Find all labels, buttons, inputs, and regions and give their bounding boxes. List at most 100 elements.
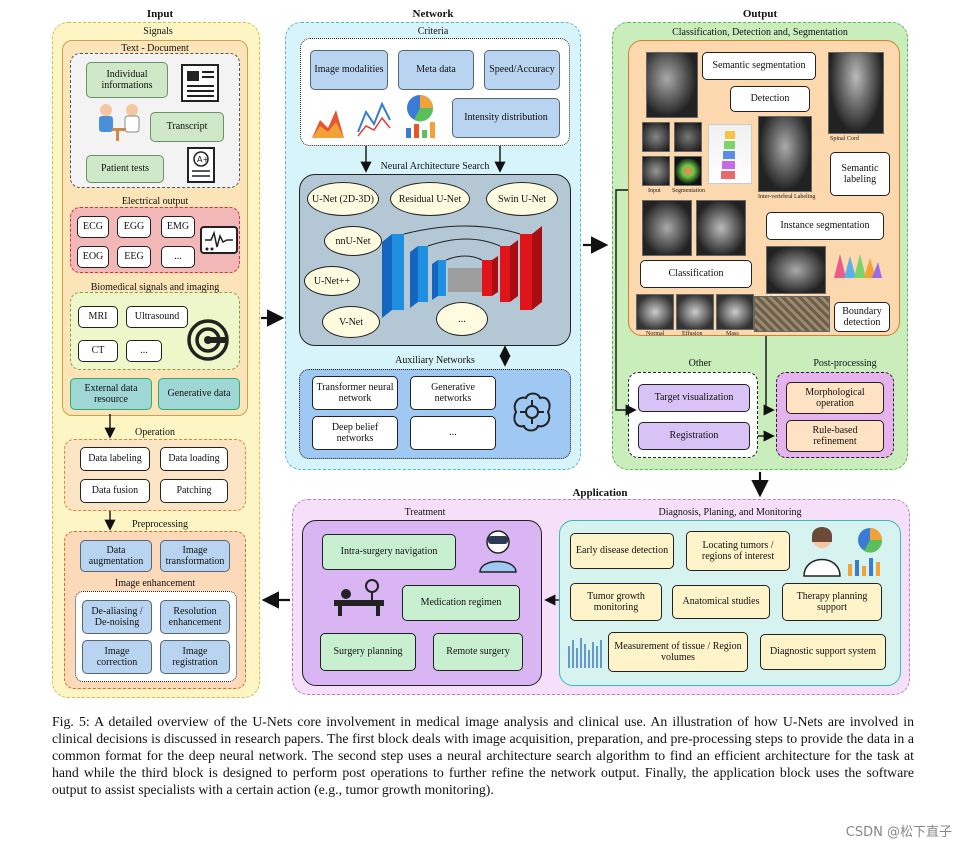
- eeg-box: EEG: [117, 246, 151, 268]
- input-column-title: Input: [146, 8, 174, 20]
- data-loading-box: Data loading: [160, 447, 228, 471]
- newspaper-icon: [181, 64, 219, 102]
- doctor-consultation-icon: [99, 104, 140, 141]
- morphological-operation-box: Morphological operation: [786, 382, 884, 414]
- intervertebral-caption: Inter-vertebral Labeling: [758, 194, 816, 200]
- ct-spine-image-2: [696, 200, 746, 256]
- imaging-more-box: ...: [126, 340, 162, 362]
- nnunet-ellipse: nnU-Net: [324, 226, 382, 256]
- mri-box: MRI: [78, 306, 118, 328]
- output-column-title: Output: [742, 8, 778, 20]
- therapy-planning-box: Therapy planning support: [782, 583, 882, 621]
- output-title: Classification, Detection and, Segmentat…: [672, 27, 848, 38]
- other-label: Other: [688, 358, 712, 369]
- text-document-label: Text - Document: [121, 43, 189, 54]
- remote-surgery-box: Remote surgery: [433, 633, 523, 671]
- test-report-icon: A+: [187, 147, 215, 183]
- unet-architecture-icon: [382, 225, 542, 318]
- transformer-box: Transformer neural network: [312, 376, 398, 410]
- application-column-title: Application: [572, 487, 628, 499]
- emg-box: EMG: [161, 216, 195, 238]
- tumor-growth-box: Tumor growth monitoring: [570, 583, 662, 621]
- classification-box: Classification: [640, 260, 752, 288]
- scanner-icon: [187, 319, 229, 361]
- unetpp-ellipse: U-Net++: [304, 266, 360, 296]
- early-detection-box: Early disease detection: [570, 533, 674, 569]
- histology-image: [754, 296, 830, 332]
- surgeon-icon: [479, 530, 517, 573]
- semantic-segmentation-box: Semantic segmentation: [702, 52, 816, 80]
- diag-label: Diagnosis, Planing, and Monitoring: [658, 507, 802, 518]
- eog-box: EOG: [77, 246, 109, 268]
- effusion-caption: Effusion: [682, 331, 703, 337]
- monitor-waveform-icon: [200, 226, 238, 254]
- normal-caption: Normal: [646, 331, 665, 337]
- image-registration-box: Image registration: [160, 640, 230, 674]
- criteria-label: Criteria: [417, 26, 449, 37]
- individual-info-box: Individual informations: [86, 62, 168, 98]
- locating-tumors-box: Locating tumors / regions of interest: [686, 531, 790, 571]
- gbct-image: [766, 246, 826, 294]
- charts-icon: [312, 95, 435, 138]
- vnet-ellipse: V-Net: [322, 306, 380, 338]
- mri-head-image: [646, 52, 698, 118]
- brain-gear-icon: [513, 392, 551, 432]
- image-enhancement-label: Image enhancement: [114, 578, 196, 589]
- figure-caption: Fig. 5: A detailed overview of the U-Net…: [52, 714, 914, 797]
- surgery-planning-box: Surgery planning: [320, 633, 416, 671]
- data-labeling-box: Data labeling: [80, 447, 150, 471]
- intensity-distribution-box: Intensity distribution: [452, 98, 560, 138]
- surgery-bed-icon: [334, 579, 384, 616]
- treatment-label: Treatment: [404, 507, 446, 518]
- vertebra-icon: [721, 131, 735, 179]
- intra-surgery-box: Intra-surgery navigation: [322, 534, 456, 570]
- input-caption: Input: [648, 188, 661, 194]
- external-data-box: External data resource: [70, 378, 152, 410]
- teeth-segmentation-icon: [834, 254, 882, 278]
- dss-box: Diagnostic support system: [760, 634, 886, 670]
- operation-label: Operation: [135, 427, 175, 438]
- image-transformation-box: Image transformation: [160, 540, 230, 572]
- xray-effusion-image: [676, 294, 714, 330]
- data-fusion-box: Data fusion: [80, 479, 150, 503]
- image-correction-box: Image correction: [82, 640, 152, 674]
- mass-caption: Mass: [726, 331, 739, 337]
- patching-box: Patching: [160, 479, 228, 503]
- ct-box: CT: [78, 340, 118, 362]
- ct-spine-image: [642, 200, 692, 256]
- data-augmentation-box: Data augmentation: [80, 540, 152, 572]
- swin-unet-ellipse: Swin U-Net: [486, 182, 558, 216]
- xray-normal-image: [636, 294, 674, 330]
- de-aliasing-box: De-aliasing / De-noising: [82, 600, 152, 634]
- segmentation-image: [674, 156, 702, 186]
- network-column-title: Network: [412, 8, 454, 20]
- deep-belief-box: Deep belief networks: [312, 416, 398, 450]
- rule-based-refinement-box: Rule-based refinement: [786, 420, 884, 452]
- generative-data-box: Generative data: [158, 378, 240, 410]
- medication-regimen-box: Medication regimen: [402, 585, 520, 621]
- unet-2d3d-ellipse: U-Net (2D-3D): [307, 182, 379, 216]
- electrical-more-box: ...: [161, 246, 195, 268]
- nas-label: Neural Architecture Search: [380, 161, 490, 172]
- meta-data-box: Meta data: [398, 50, 474, 90]
- doctor-chart-icon: [803, 527, 883, 577]
- segmentation-caption: Segmentation: [672, 188, 705, 194]
- xray-mass-image: [716, 294, 754, 330]
- signals-label: Signals: [143, 26, 173, 37]
- ultrasound-box: Ultrasound: [126, 306, 188, 328]
- patient-tests-box: Patient tests: [86, 155, 164, 183]
- spinal-cord-caption: Spinal Cord: [830, 136, 859, 142]
- electrical-output-label: Electrical output: [121, 196, 189, 207]
- semantic-labeling-box: Semantic labeling: [830, 152, 890, 196]
- egg-box: EGG: [117, 216, 151, 238]
- ecg-box: ECG: [77, 216, 109, 238]
- intervertebral-image: [758, 116, 812, 192]
- bar-pattern-icon: [568, 638, 602, 668]
- scan-image-3: [642, 156, 670, 186]
- post-processing-label: Post-processing: [813, 358, 877, 369]
- measurement-box: Measurement of tissue / Region volumes: [608, 632, 748, 672]
- instance-segmentation-box: Instance segmentation: [766, 212, 884, 240]
- target-visualization-box: Target visualization: [638, 384, 750, 412]
- boundary-detection-box: Boundary detection: [834, 302, 890, 332]
- vertebra-render: [708, 124, 752, 184]
